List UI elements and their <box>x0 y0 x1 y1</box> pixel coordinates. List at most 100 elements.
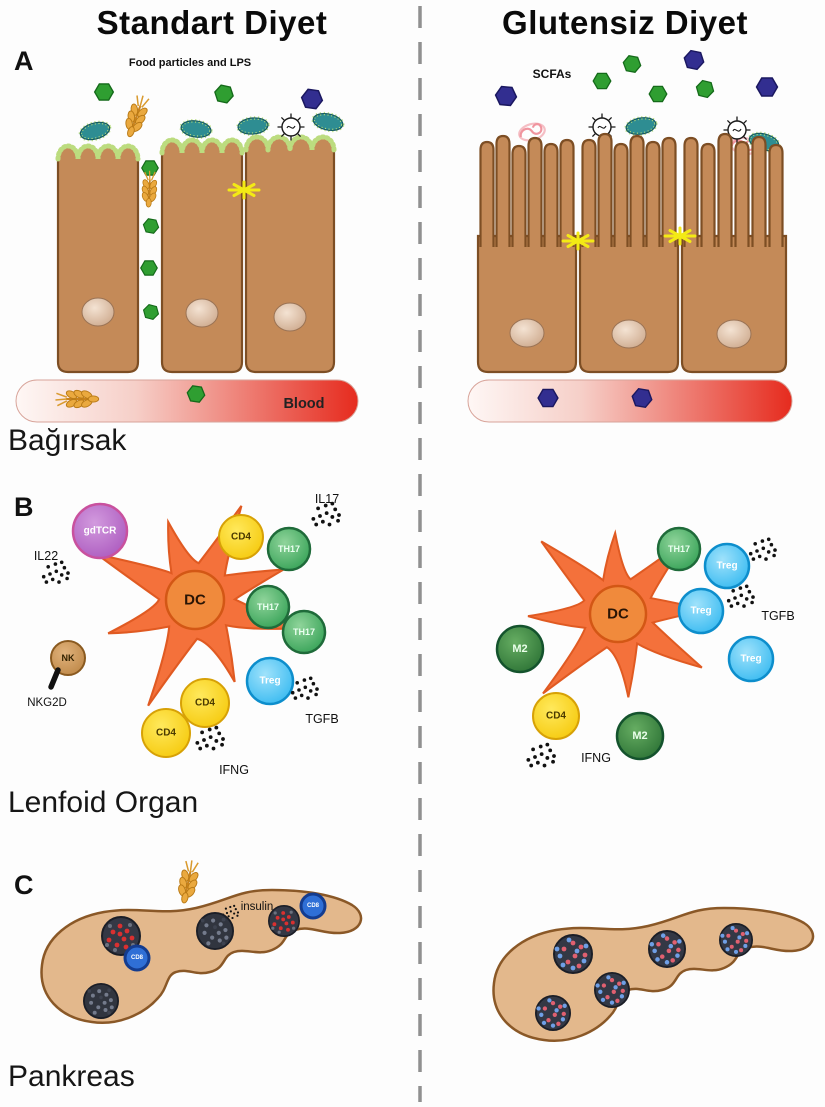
th17-label: TH17 <box>293 627 315 637</box>
gdtcr-cell <box>71 502 129 560</box>
ifng-label: IFNG <box>219 763 249 777</box>
title-standard-diet: Standart Diyet <box>96 4 328 41</box>
scfa-hexagon-icon <box>681 48 707 72</box>
bacteria-icon <box>309 109 347 135</box>
gluten-wheat-icon <box>172 857 204 907</box>
epithelial-cell <box>56 144 140 374</box>
th17-cell <box>245 584 291 630</box>
nkg2d-label: NKG2D <box>27 697 67 709</box>
tgfb-label: TGFB <box>761 609 794 623</box>
th17-label: TH17 <box>278 544 300 554</box>
brush-border-fuzz <box>55 143 141 162</box>
dc-label: DC <box>607 606 629 623</box>
bacteria-icon <box>178 117 214 141</box>
treg-cell <box>727 635 775 683</box>
cytokine-dots <box>748 537 777 561</box>
tight-junction-star-icon <box>561 231 595 251</box>
scfa-hexagon-icon <box>494 85 518 107</box>
section-label-intestine: Bağırsak <box>8 424 127 457</box>
lps-hexagon-icon <box>141 303 161 321</box>
th17-cell <box>656 526 702 572</box>
lps-hexagon-icon <box>93 83 115 101</box>
insulin-label: insulin <box>241 901 274 913</box>
m2-cell <box>495 624 545 674</box>
intestine-right: SCFAs <box>467 48 793 423</box>
intestine-left: Food particles and LPS <box>15 57 359 423</box>
cd4-cell <box>141 708 191 758</box>
cd4-label: CD4 <box>156 728 176 739</box>
treg-label: Treg <box>259 676 280 687</box>
treg-cell <box>703 542 751 590</box>
scfa-hexagon-icon <box>755 77 779 97</box>
islet-healthy <box>594 972 630 1008</box>
islet-healthy <box>648 930 686 968</box>
panel-c-letter: C <box>14 870 34 900</box>
blood-vessel <box>467 379 793 423</box>
gdtcr-label: gdTCR <box>84 526 118 537</box>
cd4-label: CD4 <box>546 711 566 722</box>
ifng-cytokine-dots <box>526 742 556 768</box>
food-hexagon-icon <box>621 54 643 74</box>
epithelial-cell <box>476 234 578 374</box>
bacteria-icon <box>623 113 659 139</box>
lps-hexagon-icon <box>141 217 161 235</box>
cd4-label: CD4 <box>231 532 251 543</box>
m2-label: M2 <box>632 730 647 742</box>
islet-healthy <box>553 934 593 974</box>
cell-nucleus <box>611 319 647 349</box>
il22-label: IL22 <box>34 549 58 563</box>
epithelial-cell <box>160 138 244 374</box>
lps-hexagon-icon <box>212 83 236 105</box>
microbe-spiky-icon <box>276 112 306 142</box>
panel-a-letter: A <box>14 46 34 76</box>
treg-cell <box>677 587 725 635</box>
cell-nucleus <box>273 302 307 332</box>
ifng-label: IFNG <box>581 751 611 765</box>
th17-cell <box>266 526 312 572</box>
blood-label: Blood <box>283 396 324 412</box>
treg-label: Treg <box>716 561 737 572</box>
food-hexagon-icon <box>693 78 717 100</box>
islet <box>83 983 119 1019</box>
lymphoid-right: DC TH17 Treg Treg Treg M2 M2 CD4 TGFB IF… <box>495 496 795 768</box>
nkg2d-receptor <box>48 667 61 690</box>
islet <box>195 912 235 950</box>
treg-label: Treg <box>690 606 711 617</box>
cd4-cell <box>218 514 264 560</box>
bacteria-icon <box>235 115 271 137</box>
cell-nucleus <box>81 297 115 327</box>
epithelial-cell <box>244 135 336 374</box>
tight-junction-star-icon <box>227 180 261 200</box>
cell-nucleus <box>185 298 219 328</box>
dc-label: DC <box>184 592 206 609</box>
epithelial-cell <box>578 234 680 374</box>
dendritic-cell-core <box>588 584 648 644</box>
cd4-label: CD4 <box>195 698 215 709</box>
bacteria-icon <box>76 117 114 145</box>
m2-label: M2 <box>512 643 527 655</box>
islet-healthy <box>535 995 571 1031</box>
nk-cell <box>50 640 86 676</box>
treg-cell <box>245 656 295 706</box>
cd8-label: CD8 <box>131 955 144 961</box>
cd8-cell: CD8 <box>123 944 151 972</box>
microvilli <box>479 132 784 247</box>
tight-junction-star-icon <box>663 226 697 246</box>
section-label-lymphoid: Lenfoid Organ <box>8 786 199 819</box>
gluten-wheat-icon <box>138 169 160 209</box>
th17-label: TH17 <box>257 602 279 612</box>
cd4-cell <box>532 692 580 740</box>
ifng-cytokine-dots <box>195 725 225 751</box>
cd8-label: CD8 <box>307 903 320 909</box>
tgfb-label: TGFB <box>305 712 338 726</box>
pancreas-right <box>492 906 815 1043</box>
food-hexagon-icon <box>648 85 668 103</box>
il22-cytokine-dots <box>41 560 70 584</box>
islet-inflamed <box>267 904 301 938</box>
islet-healthy <box>718 922 754 958</box>
epithelial-cell <box>680 234 788 374</box>
title-glutenfree-diet: Glutensiz Diyet <box>502 4 748 41</box>
antigen-hexagon-icon <box>299 87 325 111</box>
